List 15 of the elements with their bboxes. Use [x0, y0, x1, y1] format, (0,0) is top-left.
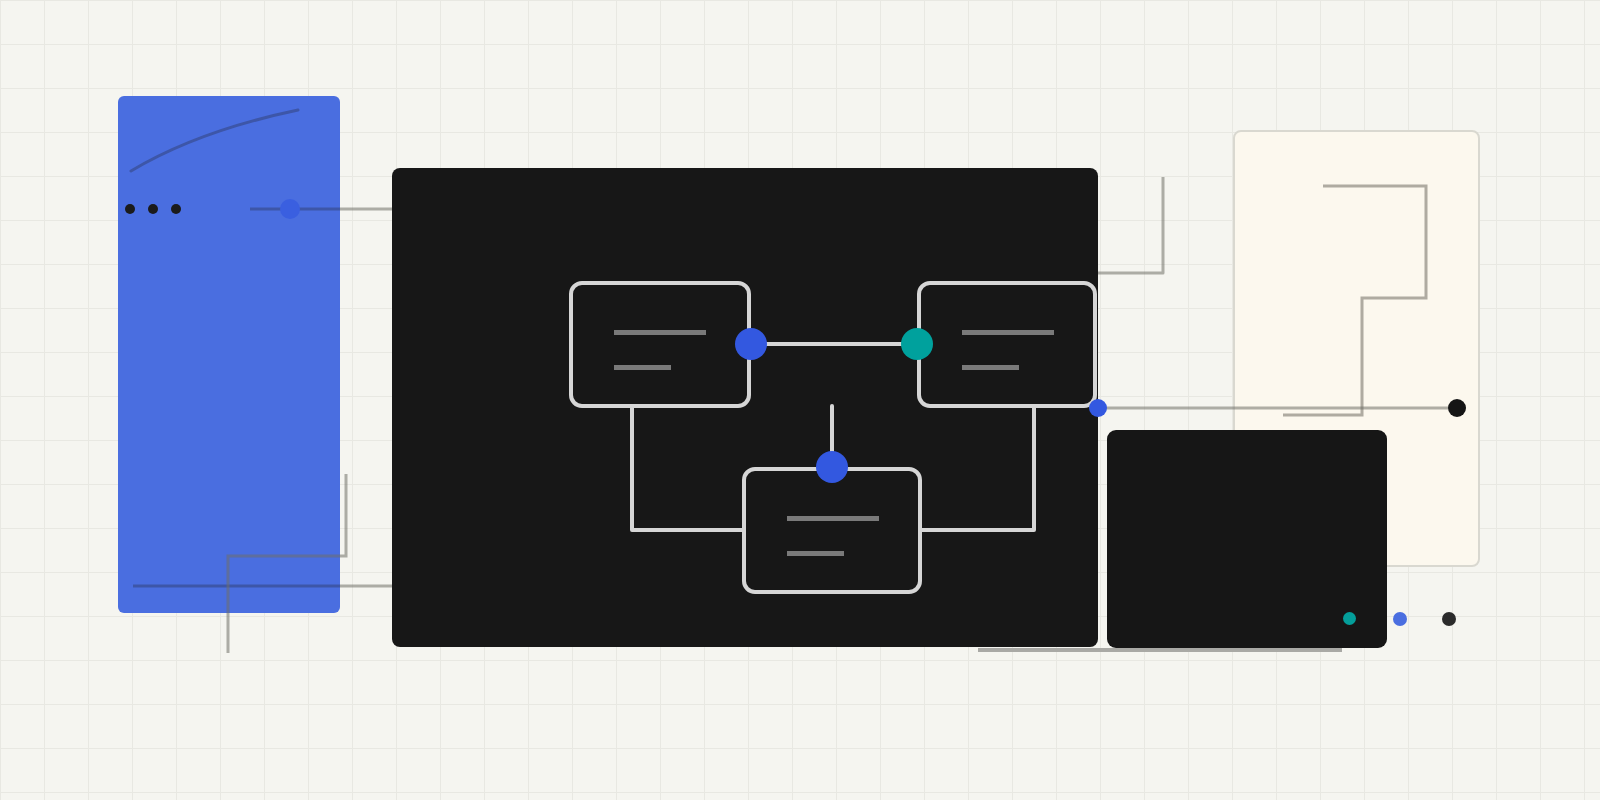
connector-line [735, 328, 933, 360]
connector-line [816, 404, 848, 483]
side-panel [118, 96, 340, 613]
canvas-panel [392, 168, 1098, 647]
connector-line [340, 584, 392, 588]
preview-dialog [1108, 431, 1386, 647]
connector-line [630, 406, 744, 532]
connector-line [1089, 399, 1448, 417]
connector-line [340, 207, 392, 211]
flow-box [917, 281, 1097, 408]
flow-box [569, 281, 751, 408]
connector-line [920, 406, 1036, 532]
connector-line [1098, 177, 1165, 275]
endpoint-dot [1448, 399, 1466, 417]
flow-box [742, 467, 922, 594]
